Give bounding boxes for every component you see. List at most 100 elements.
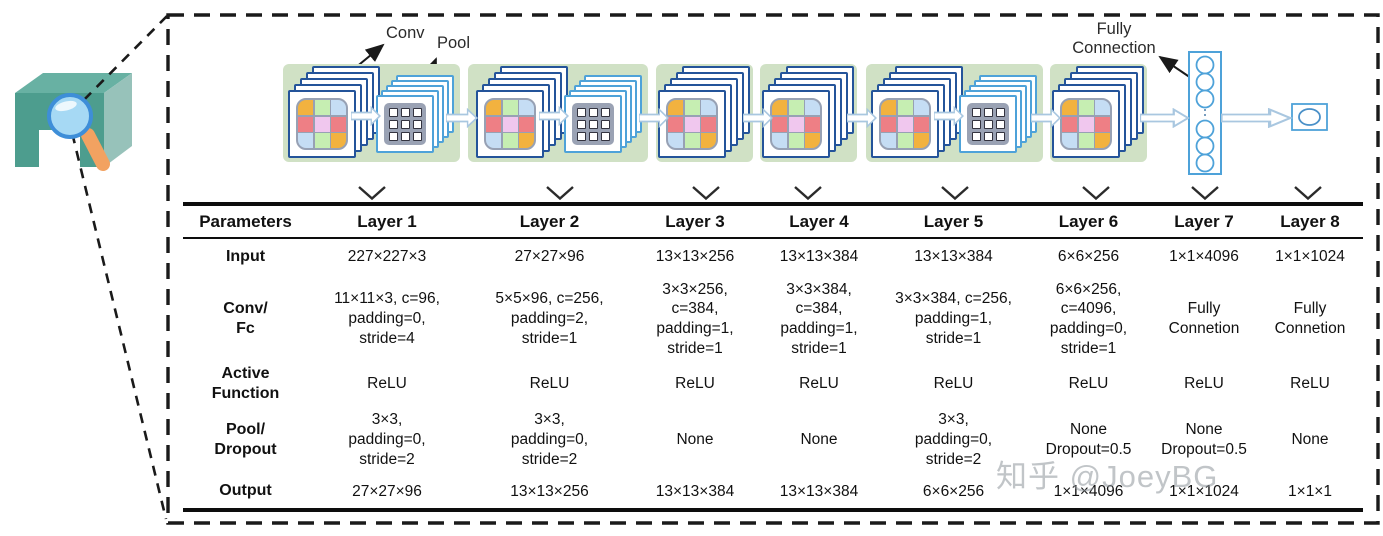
magnifier-icon bbox=[47, 93, 110, 171]
chevron-down-icon bbox=[1191, 186, 1219, 201]
pool-feature-stack bbox=[959, 75, 1039, 155]
table-header-row: Parameters Layer 1 Layer 2 Layer 3 Layer… bbox=[183, 202, 1363, 239]
table-row-input: Input 227×227×3 27×27×96 13×13×256 13×13… bbox=[183, 238, 1363, 275]
chevron-down-icon bbox=[358, 186, 386, 201]
table-cell: Fully Connetion bbox=[1274, 300, 1346, 337]
zoom-callout-line-bottom bbox=[66, 115, 168, 520]
table-cell: 1×1×1024 bbox=[1275, 248, 1345, 266]
column-header: Parameters bbox=[183, 202, 308, 239]
table-cell: 13×13×384 bbox=[633, 475, 757, 512]
flow-arrow-icon bbox=[1140, 108, 1190, 128]
column-header: Layer 1 bbox=[308, 202, 466, 239]
output-node bbox=[1291, 103, 1328, 131]
table-cell: 27×27×96 bbox=[514, 248, 585, 266]
pool-grid-icon bbox=[384, 103, 426, 145]
chevron-down-icon bbox=[692, 186, 720, 201]
table-cell: ReLU bbox=[675, 375, 715, 393]
pool-grid-icon bbox=[967, 103, 1009, 145]
conv-kernel-icon bbox=[770, 98, 822, 150]
table-cell: 1×1×4096 bbox=[1169, 248, 1239, 266]
table-cell: ReLU bbox=[1068, 375, 1109, 393]
table-cell: None bbox=[676, 431, 714, 449]
conv-kernel-icon bbox=[1060, 98, 1112, 150]
flow-arrow-icon bbox=[1221, 108, 1293, 128]
table-cell: ReLU bbox=[367, 375, 407, 393]
pool-grid-icon bbox=[572, 103, 614, 145]
table-cell: 13×13×384 bbox=[779, 248, 859, 266]
table-cell: 1×1×1 bbox=[1257, 475, 1363, 512]
table-cell: 13×13×384 bbox=[914, 248, 993, 266]
table-cell: ReLU bbox=[529, 375, 570, 393]
chevron-down-icon bbox=[941, 186, 969, 201]
pool-label: Pool bbox=[437, 34, 471, 52]
row-label: Conv/ Fc bbox=[223, 299, 268, 337]
row-label: Active Function bbox=[211, 364, 280, 402]
column-header: Layer 3 bbox=[633, 202, 757, 239]
table-cell: 3×3, padding=0, stride=2 bbox=[510, 411, 589, 468]
zoom-callout-line-top bbox=[67, 15, 168, 117]
table-cell: Fully Connetion bbox=[1168, 300, 1240, 337]
flow-arrow-icon bbox=[743, 108, 773, 128]
row-label: Input bbox=[225, 247, 266, 265]
chevron-down-icon bbox=[1294, 186, 1322, 201]
fully-connection-label: Fully Connection bbox=[1072, 20, 1156, 57]
flow-arrow-icon bbox=[847, 108, 877, 128]
table-row-active-function: Active Function ReLU ReLU ReLU ReLU ReLU… bbox=[183, 363, 1363, 405]
flow-arrow-icon bbox=[934, 106, 964, 126]
layer1-group bbox=[283, 64, 460, 162]
pool-feature-stack bbox=[376, 75, 456, 155]
row-label: Pool/ Dropout bbox=[214, 420, 277, 458]
conv-feature-stack bbox=[1052, 66, 1146, 160]
table-cell: ReLU bbox=[1184, 375, 1224, 393]
table-cell: 3×3×256, c=384, padding=1, stride=1 bbox=[656, 280, 734, 357]
conv-feature-stack bbox=[658, 66, 752, 160]
table-cell: 5×5×96, c=256, padding=2, stride=1 bbox=[495, 290, 604, 347]
conv-feature-stack bbox=[762, 66, 856, 160]
column-header: Layer 8 bbox=[1257, 202, 1363, 239]
fully-connected-node bbox=[1188, 51, 1222, 175]
layer5-group bbox=[866, 64, 1043, 162]
flow-arrow-icon bbox=[639, 108, 669, 128]
layer3-group bbox=[656, 64, 753, 162]
column-header: Layer 5 bbox=[881, 202, 1026, 239]
column-header: Layer 4 bbox=[757, 202, 881, 239]
magnified-block-icon bbox=[15, 73, 132, 167]
pool-feature-stack bbox=[564, 75, 644, 155]
conv-label: Conv bbox=[386, 24, 425, 42]
chevron-down-icon bbox=[1082, 186, 1110, 201]
chevron-down-icon bbox=[546, 186, 574, 201]
table-cell: 3×3, padding=0, stride=2 bbox=[348, 411, 426, 468]
table-cell: None bbox=[1291, 431, 1329, 449]
conv-kernel-icon bbox=[666, 98, 718, 150]
watermark: 知乎 @JoeyBG bbox=[996, 459, 1219, 494]
table-cell: None bbox=[800, 431, 838, 449]
flow-arrow-icon bbox=[446, 108, 478, 128]
table-cell: ReLU bbox=[933, 375, 974, 393]
layer2-group bbox=[468, 64, 648, 162]
column-header: Layer 7 bbox=[1151, 202, 1257, 239]
flow-arrow-icon bbox=[351, 106, 381, 126]
table-cell: 13×13×256 bbox=[466, 475, 633, 512]
fully-connection-annotation-arrow bbox=[1158, 55, 1192, 79]
layer6-group bbox=[1050, 64, 1147, 162]
table-cell: 6×6×256 bbox=[1057, 248, 1120, 266]
table-cell: 13×13×384 bbox=[757, 475, 881, 512]
table-cell: ReLU bbox=[799, 375, 839, 393]
row-label: Output bbox=[183, 475, 308, 512]
column-header: Layer 6 bbox=[1026, 202, 1151, 239]
table-cell: 3×3×384, c=256, padding=1, stride=1 bbox=[895, 290, 1012, 347]
table-cell: 13×13×256 bbox=[655, 248, 735, 266]
table-cell: 6×6×256, c=4096, padding=0, stride=1 bbox=[1049, 280, 1128, 357]
table-row-conv-fc: Conv/ Fc 11×11×3, c=96, padding=0, strid… bbox=[183, 275, 1363, 363]
flow-arrow-icon bbox=[1031, 108, 1061, 128]
layer4-group bbox=[760, 64, 857, 162]
table-cell: ReLU bbox=[1290, 375, 1330, 393]
flow-arrow-icon bbox=[539, 106, 569, 126]
conv-kernel-icon bbox=[484, 98, 536, 150]
column-header: Layer 2 bbox=[466, 202, 633, 239]
table-cell: 227×227×3 bbox=[347, 248, 427, 266]
conv-kernel-icon bbox=[296, 98, 348, 150]
table-cell: 11×11×3, c=96, padding=0, stride=4 bbox=[334, 290, 440, 347]
conv-kernel-icon bbox=[879, 98, 931, 150]
